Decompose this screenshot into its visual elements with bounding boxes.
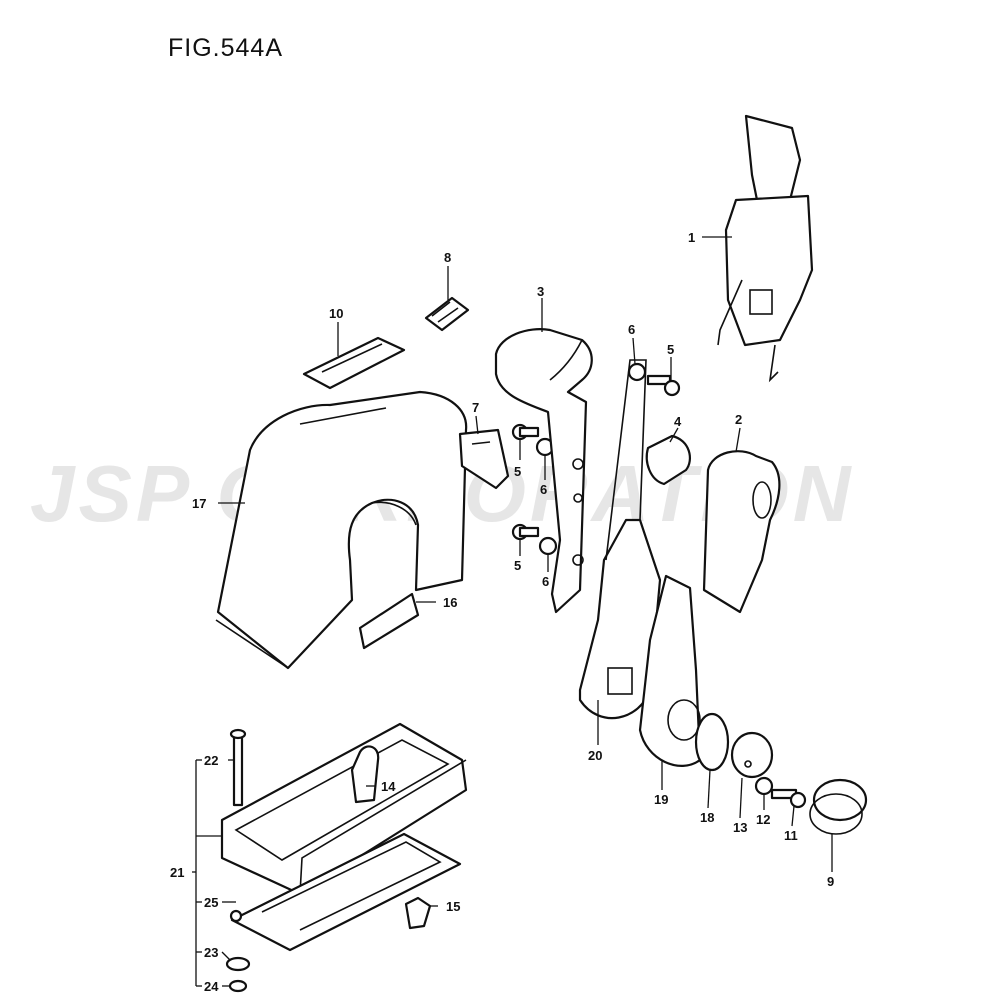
- part-20-arm: [578, 359, 662, 720]
- gasket-plate: [230, 832, 462, 952]
- part-11-screw: [770, 788, 807, 809]
- label-25: 25: [204, 895, 218, 910]
- label-16: 16: [443, 595, 457, 610]
- part-3-housing: [494, 328, 593, 614]
- leader-lines: [192, 236, 833, 987]
- part-12-washer: [754, 776, 774, 796]
- part-22-long-screw: [229, 728, 247, 807]
- label-13: 13: [733, 820, 747, 835]
- part-19-arm: [638, 574, 702, 767]
- label-18: 18: [700, 810, 714, 825]
- label-3: 3: [537, 284, 544, 299]
- part-13-plate: [730, 731, 774, 779]
- part-25-pin: [229, 909, 243, 923]
- label-12: 12: [756, 812, 770, 827]
- part-24-nut: [228, 979, 248, 993]
- part-labels: 1 2 3 4 5 5 5 6 6 6 7 8 9 10 11 12 13 14…: [170, 230, 834, 994]
- part-17-cover: [215, 390, 468, 670]
- label-19: 19: [654, 792, 668, 807]
- label-5-right: 5: [667, 342, 674, 357]
- part-7-bracket: [458, 428, 510, 490]
- part-6-washer-right: [627, 362, 647, 382]
- part-2-arm: [702, 450, 781, 614]
- part-9-cap: [809, 778, 868, 835]
- label-24: 24: [204, 979, 219, 994]
- label-4: 4: [674, 414, 682, 429]
- part-6-washer-lower: [538, 536, 558, 556]
- label-5-upper: 5: [514, 464, 521, 479]
- label-2: 2: [735, 412, 742, 427]
- label-9: 9: [827, 874, 834, 889]
- part-1-control-lever: [717, 114, 814, 383]
- label-17: 17: [192, 496, 206, 511]
- label-15: 15: [446, 899, 460, 914]
- part-5-screw-lower: [511, 523, 540, 541]
- label-6-lower: 6: [542, 574, 549, 589]
- label-21: 21: [170, 865, 184, 880]
- label-11: 11: [784, 828, 798, 843]
- part-21-base-frame: [220, 722, 468, 896]
- part-14-clip: [350, 745, 380, 804]
- label-6-right: 6: [628, 322, 635, 337]
- label-20: 20: [588, 748, 602, 763]
- part-8-emblem: [424, 296, 470, 332]
- label-6-upper: 6: [540, 482, 547, 497]
- label-14: 14: [381, 779, 396, 794]
- part-23-washer: [225, 956, 251, 972]
- part-18-ring: [694, 712, 730, 772]
- label-5-lower: 5: [514, 558, 521, 573]
- figure-title: FIG.544A: [168, 34, 283, 62]
- part-4-knob: [645, 434, 691, 486]
- part-5-screw-upper: [511, 423, 540, 441]
- label-22: 22: [204, 753, 218, 768]
- part-5-screw-right: [646, 374, 681, 397]
- part-16-pad: [358, 592, 420, 650]
- label-1: 1: [688, 230, 695, 245]
- label-23: 23: [204, 945, 218, 960]
- label-8: 8: [444, 250, 451, 265]
- part-10-indicator-plate: [302, 336, 406, 390]
- label-7: 7: [472, 400, 479, 415]
- part-15-clip: [404, 896, 432, 930]
- label-10: 10: [329, 306, 343, 321]
